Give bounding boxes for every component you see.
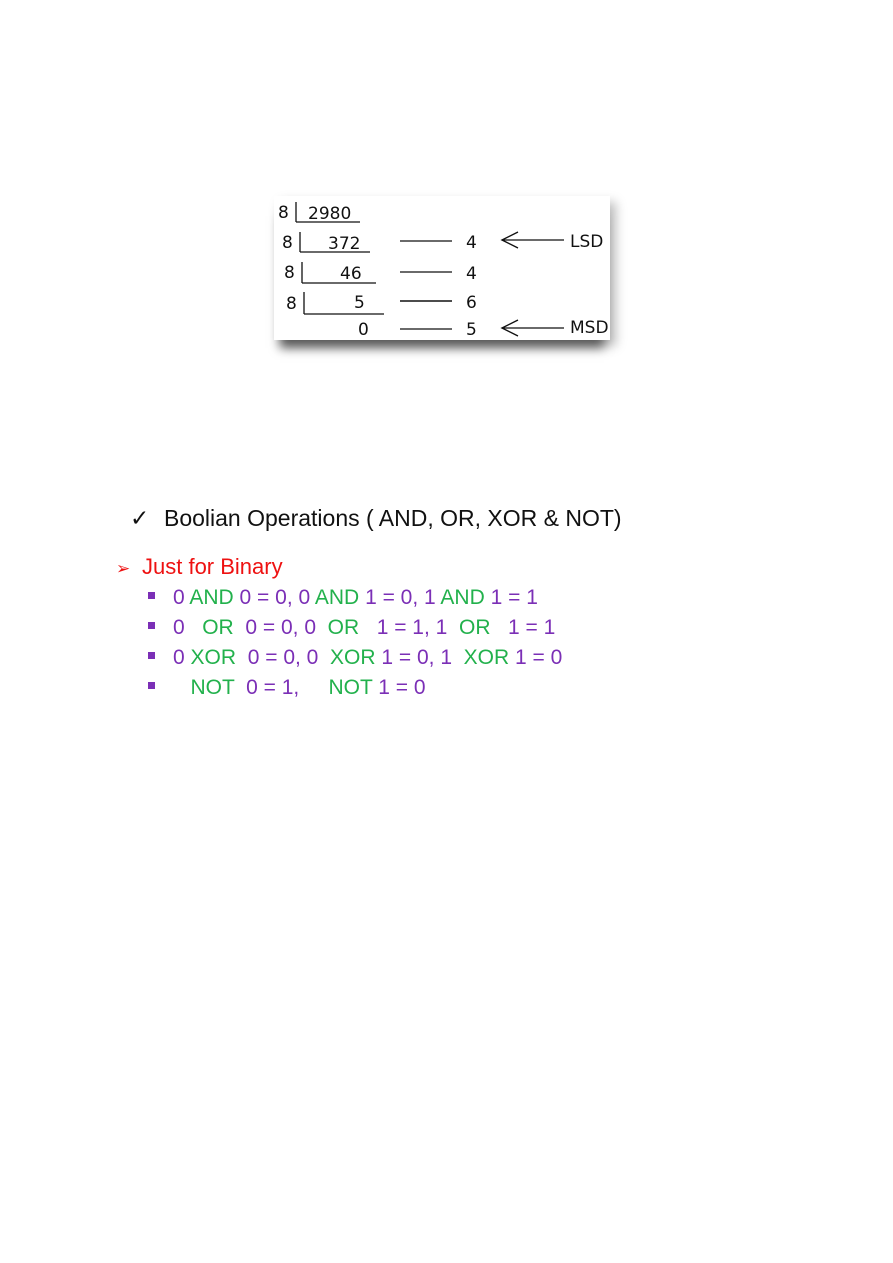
- operator-keyword: AND: [189, 586, 240, 609]
- square-bullet-icon: [148, 651, 155, 659]
- list-item: 0 AND 0 = 0, 0 AND 1 = 0, 1 AND 1 = 1: [148, 583, 562, 613]
- remainder-4: 5: [466, 320, 477, 340]
- operation-text: 0 XOR 0 = 0, 0 XOR 1 = 0, 1 XOR 1 = 0: [173, 643, 562, 673]
- operation-text: NOT 0 = 1, NOT 1 = 0: [173, 673, 426, 703]
- dividend-0: 2980: [308, 204, 351, 224]
- operand-value: 0: [173, 646, 191, 669]
- remainder-3: 6: [466, 293, 477, 313]
- operand-value: 1 = 1: [490, 586, 538, 609]
- operator-keyword: XOR: [190, 646, 248, 669]
- operator-keyword: OR: [327, 616, 377, 639]
- list-item: 0 XOR 0 = 0, 0 XOR 1 = 0, 1 XOR 1 = 0: [148, 643, 562, 673]
- divisor-3: 8: [286, 294, 297, 314]
- operator-keyword: XOR: [463, 646, 516, 669]
- check-icon: ✓: [130, 505, 150, 531]
- remainder-2: 4: [466, 264, 477, 284]
- square-bullet-icon: [148, 591, 155, 599]
- operand-value: 0 = 0, 0: [247, 646, 331, 669]
- divisor-2: 8: [284, 263, 295, 283]
- operator-keyword: OR: [459, 616, 509, 639]
- dividend-3: 5: [354, 293, 365, 313]
- arrow-left-icon: [500, 231, 564, 249]
- subheading-text: Just for Binary: [142, 554, 283, 579]
- list-item: NOT 0 = 1, NOT 1 = 0: [148, 673, 562, 703]
- dividend-1: 372: [328, 234, 360, 254]
- square-bullet-icon: [148, 681, 155, 689]
- subheading: ➢ Just for Binary: [116, 554, 283, 580]
- arrow-left-icon: [500, 319, 564, 337]
- dividend-4: 0: [358, 320, 369, 340]
- arrow-right-icon: ➢: [116, 559, 131, 578]
- label-lsd: LSD: [570, 232, 603, 252]
- division-diagram: 8 2980 8 372 4 LSD 8 46 4 8: [278, 202, 609, 340]
- operation-text: 0 AND 0 = 0, 0 AND 1 = 0, 1 AND 1 = 1: [173, 583, 538, 613]
- operand-value: 1 = 0: [378, 676, 426, 699]
- operand-value: 0 = 0, 0: [245, 616, 328, 639]
- dividend-2: 46: [340, 264, 362, 284]
- operand-value: 0: [173, 586, 190, 609]
- operator-keyword: NOT: [328, 676, 379, 699]
- heading-text: Boolian Operations ( AND, OR, XOR & NOT): [164, 505, 622, 531]
- operator-keyword: AND: [314, 586, 366, 609]
- operand-value: 1 = 1, 1: [376, 616, 459, 639]
- operand-value: [173, 676, 191, 699]
- octal-division-figure: 8 2980 8 372 4 LSD 8 46 4 8: [268, 194, 648, 369]
- square-bullet-icon: [148, 621, 155, 629]
- remainder-1: 4: [466, 233, 477, 253]
- operation-text: 0 OR 0 = 0, 0 OR 1 = 1, 1 OR 1 = 1: [173, 613, 555, 643]
- figure-paper: [274, 196, 610, 340]
- operand-value: 1 = 0, 1: [365, 586, 441, 609]
- divisor-1: 8: [282, 233, 293, 253]
- section-heading: ✓ Boolian Operations ( AND, OR, XOR & NOT…: [130, 505, 622, 532]
- operator-keyword: AND: [440, 586, 491, 609]
- operator-keyword: XOR: [330, 646, 382, 669]
- operand-value: 1 = 1: [508, 616, 556, 639]
- operator-keyword: NOT: [190, 676, 247, 699]
- operand-value: 1 = 0: [515, 646, 563, 669]
- label-msd: MSD: [570, 318, 609, 338]
- operand-value: 0: [173, 616, 203, 639]
- list-item: 0 OR 0 = 0, 0 OR 1 = 1, 1 OR 1 = 1: [148, 613, 562, 643]
- operator-keyword: OR: [202, 616, 246, 639]
- operand-value: 0 = 0, 0: [239, 586, 315, 609]
- operand-value: 0 = 1,: [246, 676, 329, 699]
- divisor-0: 8: [278, 203, 289, 223]
- operand-value: 1 = 0, 1: [381, 646, 464, 669]
